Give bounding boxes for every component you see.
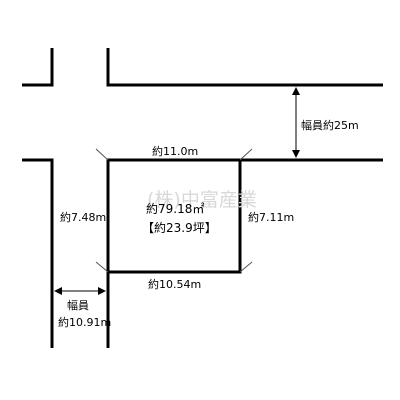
corner-tick-top-left (95, 148, 109, 161)
watermark: (株)中富産業 (147, 189, 257, 211)
road-edge-upper-right (106, 48, 383, 87)
road-edge-upper-left (22, 48, 54, 87)
plot-area-sqm: 約79.18㎡ (146, 202, 205, 216)
arrow-right-icon (98, 287, 106, 295)
arrow-left-icon (54, 287, 62, 295)
main-road-width-label: 幅員約25m (301, 119, 359, 132)
side-road-width-label-line2: 約10.91m (58, 316, 112, 329)
corner-tick-bottom-left (95, 261, 109, 273)
plot-width-top-label: 約11.0m (152, 145, 199, 158)
arrow-up-icon (292, 87, 300, 95)
plot-area-tsubo: 【約23.9坪】 (142, 221, 217, 235)
plot-depth-right-label: 約7.11m (248, 211, 295, 224)
plot-boundary (106, 158, 242, 274)
corner-tick-top-right (239, 148, 253, 161)
arrow-down-icon (292, 150, 300, 158)
plot-width-bottom-label: 約10.54m (148, 278, 202, 291)
side-road-width-label-line1: 幅員 (67, 299, 89, 312)
corner-tick-bottom-right (239, 261, 253, 273)
road-edge-lower-left (22, 158, 54, 348)
plot-depth-left-label: 約7.48m (60, 211, 107, 224)
